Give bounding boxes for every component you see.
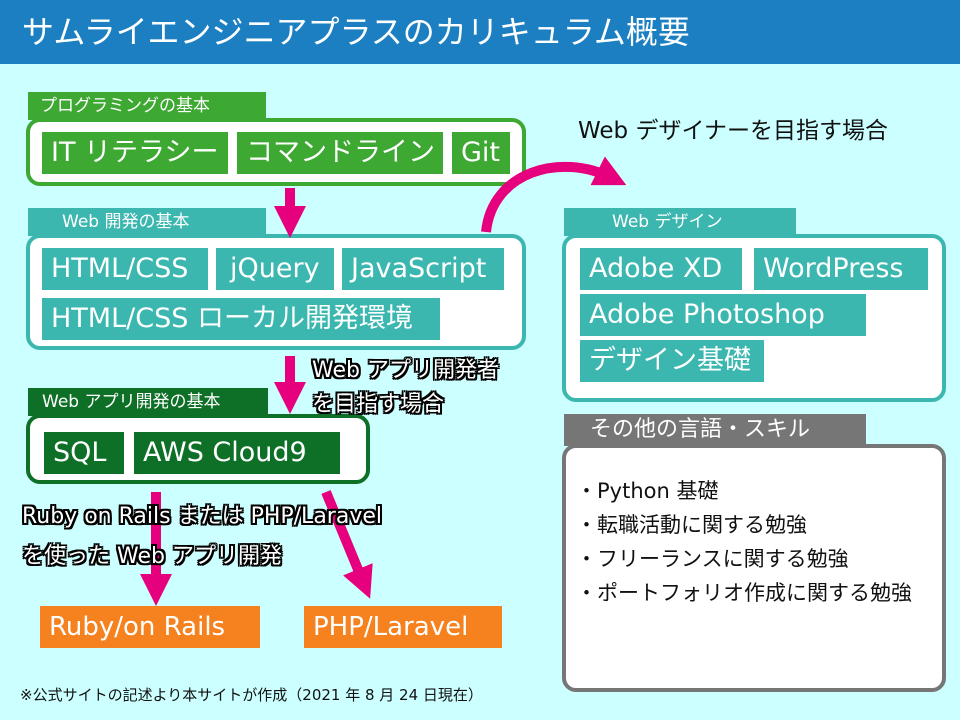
chip-ruby-on-rails: Ruby/on Rails [40, 606, 260, 648]
arrow-to-web-design [481, 156, 627, 233]
page-title: サムライエンジニアプラスのカリキュラム概要 [0, 0, 960, 64]
skill-item: ・Python 基礎 [576, 479, 719, 503]
footnote: ※公式サイトの記述より本サイトが作成（2021 年 8 月 24 日現在） [20, 686, 483, 704]
chip-git: Git [452, 132, 510, 174]
webapp-basics-tag: Web アプリ開発の基本 [28, 388, 268, 416]
chip-html-css: HTML/CSS [42, 248, 208, 290]
chip-javascript: JavaScript [342, 248, 504, 290]
chip-php-laravel: PHP/Laravel [304, 606, 502, 648]
programming-basics-tag: プログラミングの基本 [28, 92, 266, 120]
developer-path-label-2: を目指す場合 [312, 392, 445, 417]
web-basics-tag: Web 開発の基本 [28, 208, 266, 236]
chip-adobe-xd: Adobe XD [580, 248, 742, 290]
skill-item: ・フリーランスに関する勉強 [576, 547, 849, 571]
chip-it-literacy: IT リテラシー [42, 132, 228, 174]
skill-item: ・ポートフォリオ作成に関する勉強 [576, 581, 912, 605]
chip-wordpress: WordPress [754, 248, 928, 290]
chip-aws-cloud9: AWS Cloud9 [134, 432, 340, 474]
developer-path-label-1: Web アプリ開発者 [312, 358, 499, 383]
arrow-to-laravel [321, 490, 373, 599]
designer-path-label: Web デザイナーを目指す場合 [578, 118, 888, 144]
web-design-tag: Web デザイン [564, 208, 796, 236]
other-skills-tag: その他の言語・スキル [564, 414, 866, 446]
chip-design-basics: デザイン基礎 [580, 340, 764, 382]
chip-sql: SQL [44, 432, 124, 474]
chip-html-css-local: HTML/CSS ローカル開発環境 [42, 298, 440, 340]
other-skills-box [562, 444, 946, 692]
chip-command-line: コマンドライン [237, 132, 443, 174]
chip-adobe-photoshop: Adobe Photoshop [580, 294, 866, 336]
framework-label-1: Ruby on Rails または PHP/Laravel [22, 504, 382, 529]
chip-jquery: jQuery [216, 248, 334, 290]
framework-label-2: を使った Web アプリ開発 [22, 544, 282, 569]
skill-item: ・転職活動に関する勉強 [576, 513, 807, 537]
